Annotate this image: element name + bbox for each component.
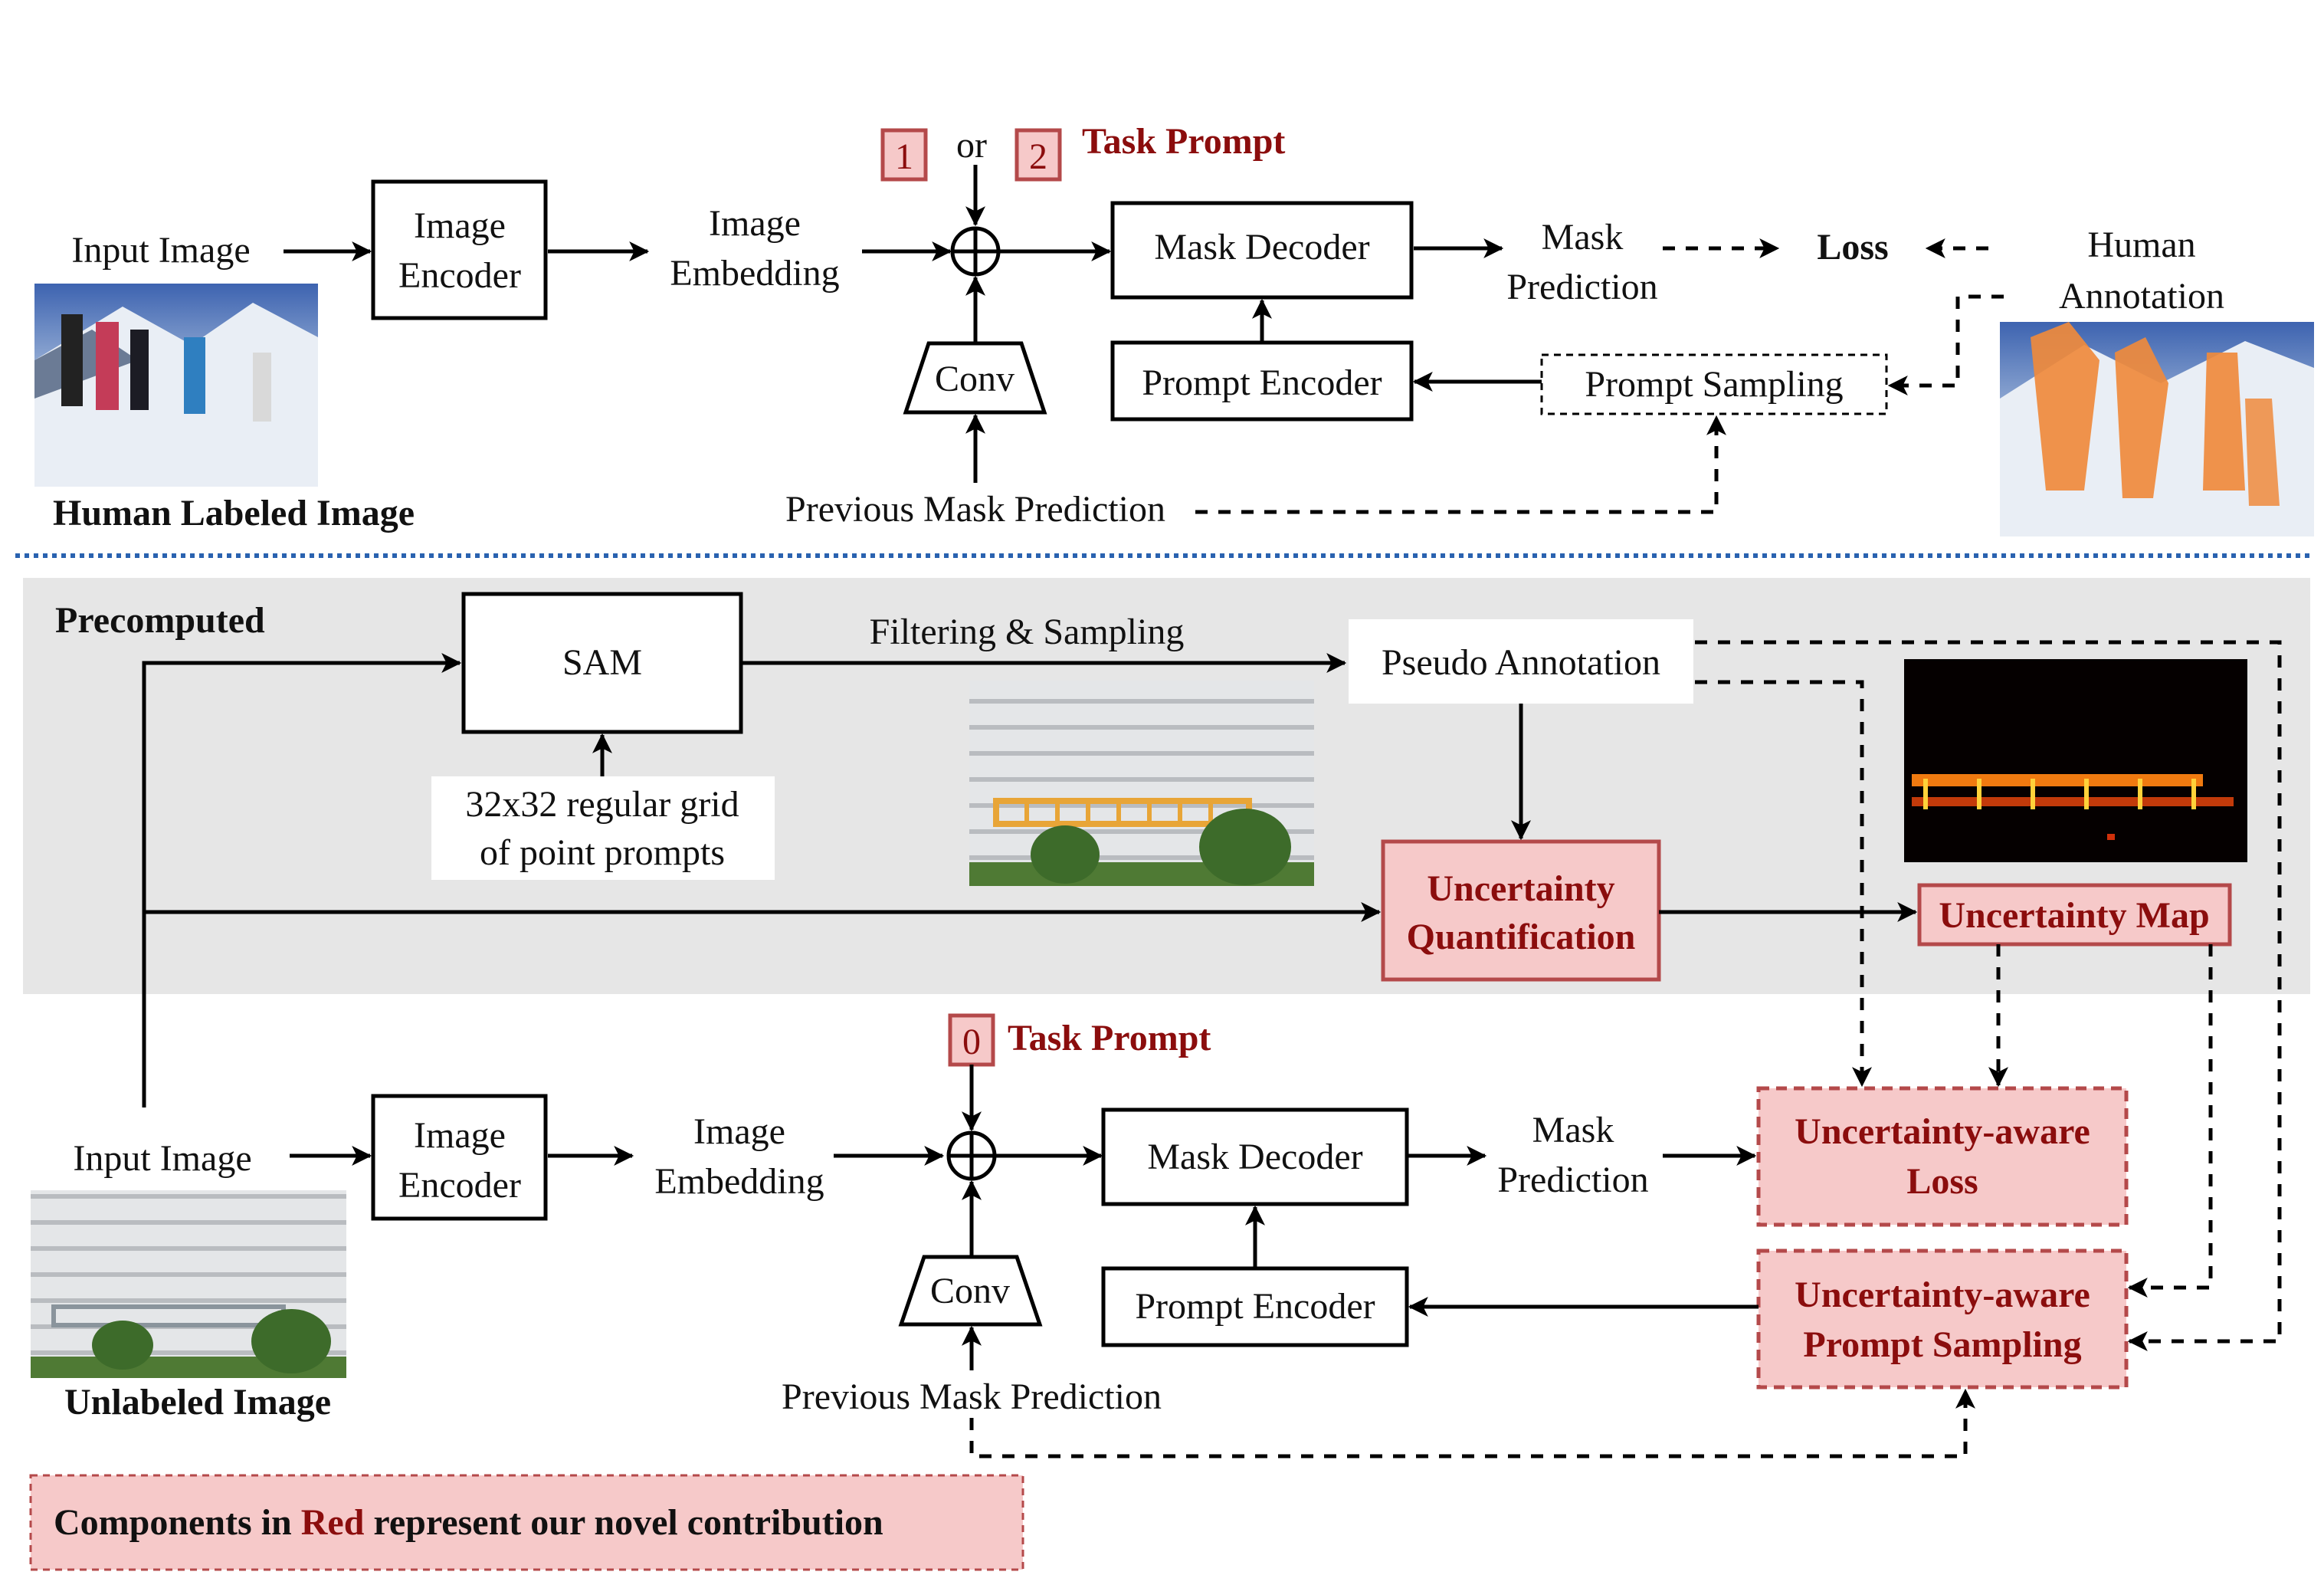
top-prompt-encoder-label: Prompt Encoder [1142,363,1382,403]
top-prompt-1: 1 [895,136,913,177]
ua-prompt-sampling-box [1756,1249,2129,1390]
precomputed-section: Precomputed SAM 32x32 regular grid of po… [23,578,2310,1107]
top-image-encoder-box [371,179,548,320]
ua-prompt-sampling-line2: Prompt Sampling [1803,1324,2081,1365]
bottom-prompt-encoder-label: Prompt Encoder [1135,1286,1375,1327]
legend-box [29,1474,1024,1571]
bottom-mask-decoder-label: Mask Decoder [1147,1137,1362,1177]
precomputed-wall-photo [969,681,1314,886]
top-image-embedding-line1: Image [709,203,801,244]
bottom-image-encoder-line2: Encoder [398,1165,521,1206]
top-image-embedding-line2: Embedding [670,253,839,294]
legend-red-word: Red [301,1502,365,1543]
legend-text: Components in Red represent our novel co… [54,1502,883,1543]
filtering-sampling-label: Filtering & Sampling [870,612,1185,652]
bottom-mask-prediction-line1: Mask [1532,1110,1614,1150]
sam-box [461,592,743,734]
ua-loss-box [1756,1086,2129,1227]
top-image-encoder-line1: Image [414,205,506,246]
top-mask-prediction-line2: Prediction [1506,267,1657,307]
bottom-image-encoder-box [371,1094,548,1221]
top-input-image-label: Input Image [71,230,250,271]
human-annotation-line2: Annotation [2059,276,2224,317]
ua-loss-line2: Loss [1906,1161,1978,1202]
top-prompt-sampling-label: Prompt Sampling [1585,364,1843,405]
unlabeled-photo [31,1190,346,1378]
pseudo-annotation-label: Pseudo Annotation [1382,642,1660,683]
top-prompt-sampling-box [1540,353,1888,415]
top-mask-decoder-label: Mask Decoder [1154,227,1369,267]
top-conv-block [903,341,1047,415]
point-grid-line2: of point prompts [480,832,725,873]
bottom-sum-node [946,1130,997,1181]
top-or-label: or [956,125,987,166]
uncertainty-heatmap-photo [1904,659,2247,862]
top-prompt-encoder-box [1110,340,1414,422]
bottom-previous-mask-prediction: Previous Mask Prediction [782,1376,1162,1417]
ua-loss-line1: Uncertainty-aware [1795,1111,2090,1152]
bottom-conv-label: Conv [930,1271,1010,1311]
human-labeled-photo [34,284,318,487]
point-grid-box [431,776,775,880]
bottom-task-prompt-label: Task Prompt [1008,1018,1211,1058]
unlabeled-image-title: Unlabeled Image [64,1382,331,1422]
uncertainty-map-label: Uncertainty Map [1939,895,2209,936]
top-task-prompt-label: Task Prompt [1082,121,1285,162]
top-prompt-2: 2 [1029,136,1047,177]
human-annotation-photo [2000,322,2314,536]
bottom-image-embedding-line1: Image [693,1111,785,1152]
human-labeled-image-title: Human Labeled Image [53,493,415,533]
top-previous-mask-prediction: Previous Mask Prediction [785,489,1165,530]
bottom-mask-decoder-box [1101,1107,1409,1206]
top-conv-label: Conv [935,359,1014,399]
bottom-mask-prediction-line2: Prediction [1497,1160,1648,1200]
bottom-input-image-label: Input Image [73,1138,251,1179]
uncertainty-quantification-line2: Quantification [1407,917,1636,957]
bottom-image-encoder-line1: Image [414,1115,506,1156]
bottom-prompt-0: 0 [962,1022,981,1062]
bottom-pipeline: Input Image Unlabeled Image Image Encode… [31,640,2282,1459]
precomputed-title: Precomputed [55,600,265,641]
sam-label: SAM [562,642,642,683]
legend-prefix: Components in [54,1502,301,1543]
bottom-image-embedding-line2: Embedding [654,1161,824,1202]
uncertainty-quantification-box [1381,839,1661,982]
top-sum-node [950,226,1001,277]
ua-prompt-sampling-line1: Uncertainty-aware [1795,1275,2090,1315]
legend-suffix: represent our novel contribution [364,1502,883,1543]
top-prompt-1-box [880,128,928,182]
top-loss-label: Loss [1817,227,1888,267]
bottom-conv-block [898,1255,1043,1327]
uncertainty-map-box [1917,883,2232,947]
top-pipeline: Input Image Human Labeled Image Image En… [34,121,2314,536]
uncertainty-quantification-line1: Uncertainty [1427,868,1614,909]
top-mask-prediction-line1: Mask [1542,217,1624,258]
human-annotation-line1: Human [2087,225,2195,265]
legend: Components in Red represent our novel co… [29,1474,1024,1571]
top-mask-decoder-box [1110,201,1414,300]
point-grid-line1: 32x32 regular grid [465,784,739,825]
top-image-encoder-line2: Encoder [398,255,521,296]
pseudo-annotation-box [1349,619,1693,704]
top-prompt-2-box [1014,128,1062,182]
